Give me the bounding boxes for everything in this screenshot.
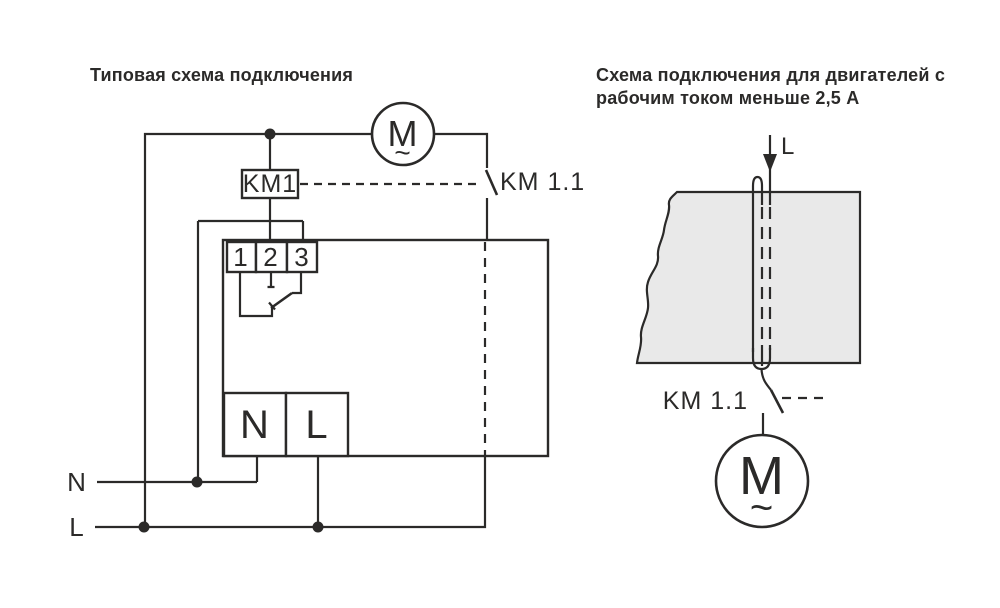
internal-contact-barb <box>268 301 276 311</box>
terminal-3-label: 3 <box>294 242 309 272</box>
wire-loop-exit <box>760 368 772 391</box>
terminal-l-label: L <box>305 403 328 447</box>
relay-coil-box <box>240 168 300 200</box>
phase-in-label: L <box>781 133 795 160</box>
internal-contact-common-wire <box>238 272 274 318</box>
internal-contact-no-wire <box>292 272 303 295</box>
wire-motor-to-contact <box>434 132 489 168</box>
motor-label-left: M <box>388 113 419 154</box>
motor-label-right: M <box>739 446 785 506</box>
motor-circle-right <box>714 433 810 529</box>
neutral-line-label: N <box>67 467 87 497</box>
motor-ac-symbol-left: ~ <box>394 137 411 168</box>
contact-blade-km11-left <box>484 169 499 196</box>
wire-loop-top-hairpin <box>751 175 764 352</box>
wire-phase-top-left <box>143 132 372 527</box>
junction-dot-top <box>264 128 276 140</box>
internal-contact-blade <box>270 291 293 310</box>
phase-line-label: L <box>69 512 84 542</box>
relay-coil-label: KM1 <box>243 170 297 198</box>
junction-dot-phase-lbox <box>312 521 324 533</box>
relay-device-box <box>221 238 550 458</box>
junction-dot-phase-left <box>138 521 150 533</box>
device-body-block <box>635 190 862 365</box>
contact-label-left: KM 1.1 <box>500 168 585 196</box>
right-diagram-title-line1: Схема подключения для двигателей с <box>596 65 945 85</box>
right-diagram-title-line2: рабочим током меньше 2,5 А <box>596 88 859 108</box>
contact-label-right: KM 1.1 <box>663 387 748 415</box>
terminal-box-n <box>222 391 288 458</box>
terminal-1-label: 1 <box>233 242 248 272</box>
arrow-down-icon <box>763 154 777 172</box>
terminal-box-3 <box>285 240 319 274</box>
junction-dot-neutral <box>191 476 203 488</box>
terminal-2-label: 2 <box>263 242 278 272</box>
internal-contact-nc-stub <box>267 272 275 289</box>
motor-ac-symbol-right: ~ <box>750 486 774 530</box>
contact-blade-km11-right <box>769 389 785 414</box>
wire-phase-line <box>95 456 487 529</box>
left-diagram-title: Типовая схема подключения <box>90 65 353 85</box>
terminal-n-label: N <box>240 403 270 447</box>
